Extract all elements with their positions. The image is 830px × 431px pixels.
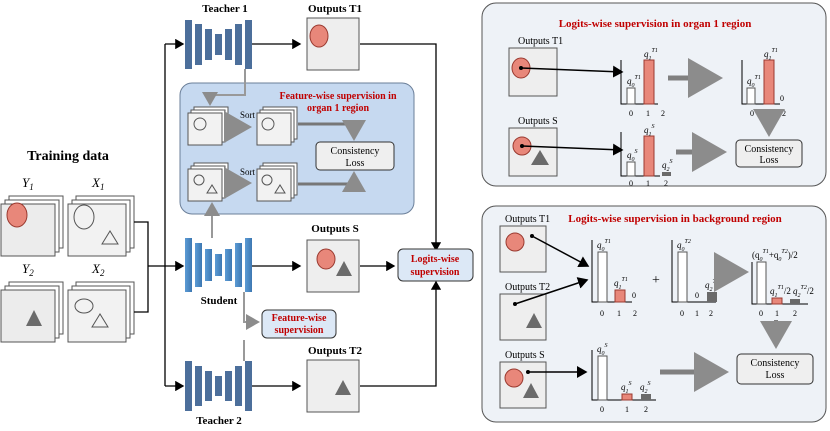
teacher2-label: Teacher 2 (196, 415, 242, 427)
bg-outputs-s-label: Outputs S (505, 350, 545, 361)
tick-1: 1 (646, 109, 650, 118)
bg-outputs-t1-label: Outputs T1 (505, 214, 550, 225)
feature-wise-supervision-box: Feature-wise supervision (261, 309, 337, 339)
teacher2-network: Teacher 2 (185, 340, 302, 427)
bg-consistency-loss (736, 353, 814, 385)
plus-sign: + (652, 273, 660, 288)
organ-mask-icon (6, 202, 28, 228)
sort-label-bottom: Sort (240, 167, 256, 177)
bg-outputs-s-map (499, 361, 547, 409)
bg-loss-label-2: Loss (766, 370, 785, 381)
feature-stack-student (187, 162, 229, 202)
ellipse-outline-icon (73, 204, 95, 230)
x2-label: X2 (91, 261, 105, 278)
bar-s-q1 (643, 135, 655, 177)
outputs-t1-label: Outputs T1 (308, 3, 362, 15)
tick-2: 2 (661, 109, 665, 118)
logits-wise-supervision-box: Logits-wise supervision (397, 248, 474, 282)
x2-stack (67, 281, 135, 343)
zero-label: 0 (695, 291, 699, 300)
bar-q1 (643, 59, 655, 105)
tick-1: 1 (766, 109, 770, 118)
organ-outputs-t1-label: Outputs T1 (518, 36, 563, 47)
tick-0: 0 (600, 405, 604, 414)
tick-2: 2 (782, 109, 786, 118)
bg-outputs-t2-label: Outputs T2 (505, 282, 550, 293)
student-network: Student (185, 202, 302, 330)
ellipse-outline-icon (74, 298, 94, 314)
outputs-s-label: Outputs S (311, 223, 358, 235)
feature-supervision-panel: Feature-wise supervision in organ 1 regi… (179, 82, 415, 215)
y2-stack (0, 281, 64, 343)
teacher1-label: Teacher 1 (202, 3, 248, 15)
bar-q0-mod (746, 87, 756, 105)
logits-wise-label: Logits-wise (411, 254, 460, 265)
organ-outputs-s-label: Outputs S (518, 116, 558, 127)
y1-stack (0, 195, 64, 257)
y2-label: Y2 (22, 261, 34, 278)
tick-0: 0 (600, 309, 604, 318)
feature-stack-teacher (187, 106, 229, 146)
teacher1-network: Teacher 1 (185, 3, 302, 106)
background-logits-panel: Logits-wise supervision in background re… (481, 205, 827, 423)
organ-loss-label-2: Loss (760, 155, 779, 166)
organ-consistency-loss (735, 139, 803, 168)
triangle-outline-icon (101, 230, 119, 245)
feature-wise-label-2: supervision (275, 325, 324, 336)
tick-0: 0 (750, 109, 754, 118)
feature-loss-label: Consistency (331, 146, 380, 157)
tick-2: 2 (709, 309, 713, 318)
feature-consistency-loss (315, 141, 395, 171)
tick-1: 1 (625, 405, 629, 414)
x1-stack (67, 195, 135, 257)
tick-0: 0 (759, 309, 763, 318)
triangle-mask-icon (26, 310, 42, 326)
bar-q1-mod (763, 59, 775, 105)
tick-0: 0 (629, 109, 633, 118)
feature-panel-title: Feature-wise supervision in (279, 91, 396, 102)
organ-loss-label: Consistency (745, 144, 794, 155)
avg-formula: (q0T1+q0T2)/2 (752, 249, 798, 263)
feature-loss-label-2: Loss (346, 158, 365, 169)
training-data-title: Training data (27, 149, 109, 164)
triangle-outline-icon (91, 313, 109, 328)
student-label: Student (201, 295, 238, 307)
tick-2: 2 (664, 179, 668, 188)
zero-label: 0 (780, 94, 784, 103)
tick-1: 1 (695, 309, 699, 318)
feature-stack-sorted-student (256, 162, 298, 202)
zero-label: 0 (632, 291, 636, 300)
organ-panel-title: Logits-wise supervision in organ 1 regio… (559, 18, 752, 30)
organ-logits-panel: Logits-wise supervision in organ 1 regio… (481, 2, 827, 188)
sort-label-top: Sort (240, 110, 256, 120)
outputs-t2-label: Outputs T2 (308, 345, 362, 357)
logits-wise-label-2: supervision (411, 267, 460, 278)
bar-q0 (626, 87, 636, 105)
training-data: Training data Y1 X1 Y2 X2 (0, 38, 185, 392)
tick-1: 1 (775, 309, 779, 318)
bar-s-q0 (626, 161, 636, 177)
outputs-t2-map (306, 359, 360, 413)
feature-panel-title-line2: organ 1 region (307, 103, 369, 114)
x1-label: X1 (91, 175, 104, 192)
tick-2: 2 (793, 309, 797, 318)
tick-1: 1 (617, 309, 621, 318)
tick-2: 2 (633, 309, 637, 318)
feature-wise-label: Feature-wise (272, 313, 327, 324)
tick-2: 2 (644, 405, 648, 414)
y1-label: Y1 (22, 175, 34, 192)
tick-0: 0 (629, 179, 633, 188)
bar-s-q2 (662, 172, 671, 176)
tick-1: 1 (646, 179, 650, 188)
bg-panel-title: Logits-wise supervision in background re… (568, 213, 782, 225)
feature-stack-sorted-teacher (256, 106, 298, 146)
bg-loss-label: Consistency (751, 358, 800, 369)
bg-outputs-t1-map (499, 225, 547, 273)
tick-0: 0 (680, 309, 684, 318)
